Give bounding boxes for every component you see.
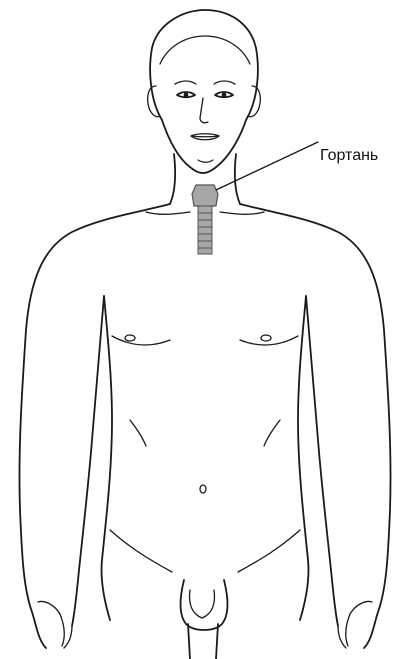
torso-left-side xyxy=(101,296,112,620)
head xyxy=(148,10,261,173)
right-leg-inner xyxy=(216,624,218,659)
left-hand xyxy=(38,602,72,649)
larynx-callout: Гортань xyxy=(216,142,378,190)
left-collarbone xyxy=(146,212,190,214)
larynx-trachea xyxy=(192,185,218,254)
trachea-ring xyxy=(198,234,212,241)
chin-line xyxy=(198,160,213,162)
larynx xyxy=(192,185,218,206)
left-leg-inner xyxy=(188,624,190,659)
left-pectoral xyxy=(112,336,170,345)
right-arm-inner xyxy=(306,296,338,626)
left-pupil xyxy=(184,93,189,98)
trachea-ring xyxy=(198,248,212,254)
trachea-ring xyxy=(198,206,212,213)
trachea-ring xyxy=(198,213,212,220)
head-outline xyxy=(150,10,258,173)
torso xyxy=(19,204,390,659)
hairline xyxy=(160,36,250,64)
groin-outline xyxy=(181,580,228,630)
left-ab-line xyxy=(130,420,146,446)
trachea-ring xyxy=(198,227,212,234)
lip-line xyxy=(191,136,219,137)
left-eyebrow xyxy=(175,81,196,84)
right-hip-line xyxy=(238,530,300,572)
torso-right-side xyxy=(298,296,309,620)
right-arm-outer xyxy=(240,204,391,648)
groin-inner xyxy=(190,590,215,618)
left-arm-inner xyxy=(72,296,104,626)
neck-left xyxy=(170,154,175,204)
left-arm-outer xyxy=(19,204,170,648)
trachea-ring xyxy=(198,220,212,227)
larynx-label: Гортань xyxy=(320,147,378,164)
right-hand xyxy=(338,602,372,649)
nose xyxy=(200,98,208,123)
right-nipple xyxy=(261,335,271,341)
navel xyxy=(200,485,206,493)
right-collarbone xyxy=(220,212,264,214)
right-eyebrow xyxy=(214,81,235,84)
trachea-ring xyxy=(198,241,212,248)
left-nipple xyxy=(125,335,135,341)
trachea xyxy=(198,206,212,254)
right-ab-line xyxy=(264,420,280,446)
left-hip-line xyxy=(110,530,172,572)
right-pupil xyxy=(222,93,227,98)
